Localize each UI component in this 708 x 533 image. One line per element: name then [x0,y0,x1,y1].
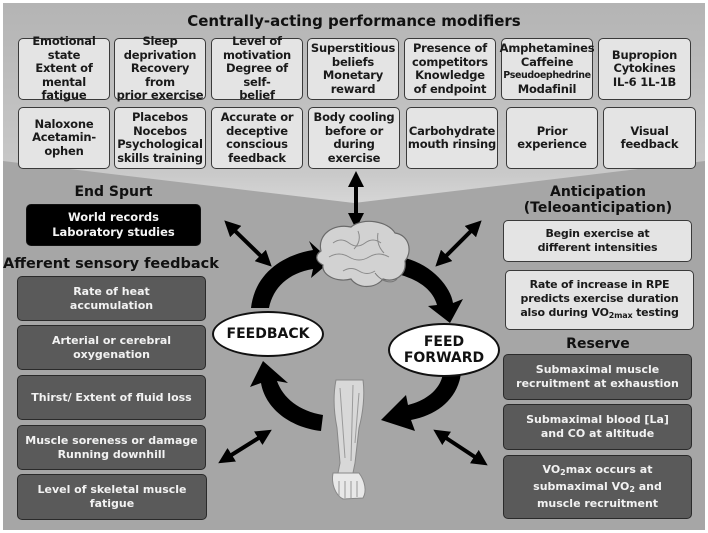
modifier-superstitious: Superstitious beliefs Monetary reward [307,38,399,100]
drugs-pseudoephedrine: Pseudoephedrine [503,70,591,81]
modifier-sleep: Sleep deprivation Recovery from prior ex… [114,35,206,102]
afferent-heat: Rate of heat accumulation [17,276,206,321]
arrow-reserve-double [433,429,488,466]
diagram-canvas: Centrally-acting performance modifiers E… [3,3,705,530]
modifier-feedback-accuracy: Accurate or deceptive conscious feedback [211,107,303,169]
vo2-l2-sub: 2 [629,485,635,494]
afferent-oxygenation: Arterial or cerebral oxygenation [17,325,206,370]
reserve-vo2max: VO2max occurs at submaximal VO2 and musc… [503,455,692,519]
drugs-main: Amphetamines Caffeine [499,41,595,69]
curved-arrow-feedforward-to-leg [381,373,461,431]
rpe-line-2: predicts exercise duration [520,291,679,305]
feedforward-label: FEED FORWARD [388,323,500,377]
curved-arrow-feedback-up [251,241,331,308]
vo2-line-3: muscle recruitment [536,497,659,510]
vo2-line-1: VO2max occurs at [543,463,653,480]
leg-anatomy-icon [332,379,366,500]
vo2-l2-pre: submaximal VO [533,480,630,493]
rpe-line-3-post: testing [632,305,679,319]
feedback-label: FEEDBACK [212,311,324,357]
modifier-competitors: Presence of competitors Knowledge of end… [404,38,496,100]
rpe-subscript: 2max [608,310,633,320]
afferent-soreness: Muscle soreness or damage Running downhi… [17,425,206,470]
modifier-motivation: Level of motivation Degree of self- beli… [211,35,303,102]
modifier-visual-feedback: Visual feedback [603,107,696,169]
drugs-modafinil: Modafinil [517,81,577,96]
vo2-l1-sub: 2 [560,468,566,477]
afferent-heading: Afferent sensory feedback [3,256,219,272]
rpe-line-3: also during VO2max testing [520,305,679,323]
brain-icon [316,220,410,288]
modifier-drugs: Amphetamines Caffeine Pseudoephedrine Mo… [499,38,595,100]
modifier-body-cooling: Body cooling before or during exercise [308,107,400,169]
cycle-graphics [218,171,488,500]
curved-arrow-leg-to-feedback [250,361,323,431]
vo2-l1-pre: VO [542,463,561,476]
modifier-cytokines: Bupropion Cytokines IL-6 1L-1B [598,38,691,100]
rpe-line-3-pre: also during VO [520,305,609,319]
vo2-line-2: submaximal VO2 and [533,480,662,497]
end-spurt-heading: End Spurt [74,184,153,200]
modifier-placebos: Placebos Nocebos Psychological skills tr… [114,107,206,169]
reserve-muscle-recruitment: Submaximal muscle recruitment at exhaust… [503,354,692,400]
page-title: Centrally-acting performance modifiers [187,12,521,30]
reserve-heading: Reserve [566,336,630,352]
afferent-thirst: Thirst/ Extent of fluid loss [17,375,206,420]
anticipation-rpe: Rate of increase in RPE predicts exercis… [505,270,694,330]
reserve-blood-lactate: Submaximal blood [La] and CO at altitude [503,404,692,450]
modifier-emotional-state: Emotional state Extent of mental fatigue [18,35,110,102]
afferent-skeletal-fatigue: Level of skeletal muscle fatigue [17,474,207,520]
vo2-l1-post: max occurs at [565,463,653,476]
arrow-end-spurt-double [224,220,272,267]
modifier-naloxone: Naloxone Acetamin- ophen [18,107,110,169]
end-spurt-box: World records Laboratory studies [26,204,201,246]
modifier-prior-experience: Prior experience [506,107,598,169]
arrow-anticipation-double [435,220,482,267]
vo2-l2-post: and [634,480,662,493]
rpe-line-1: Rate of increase in RPE [529,277,670,291]
arrow-afferent-double [218,429,272,464]
modifier-carbohydrate: Carbohydrate mouth rinsing [406,107,498,169]
anticipation-begin-exercise: Begin exercise at different intensities [503,220,692,262]
anticipation-heading: Anticipation (Teleoanticipation) [523,184,673,216]
curved-arrow-feedforward-down [401,258,463,323]
